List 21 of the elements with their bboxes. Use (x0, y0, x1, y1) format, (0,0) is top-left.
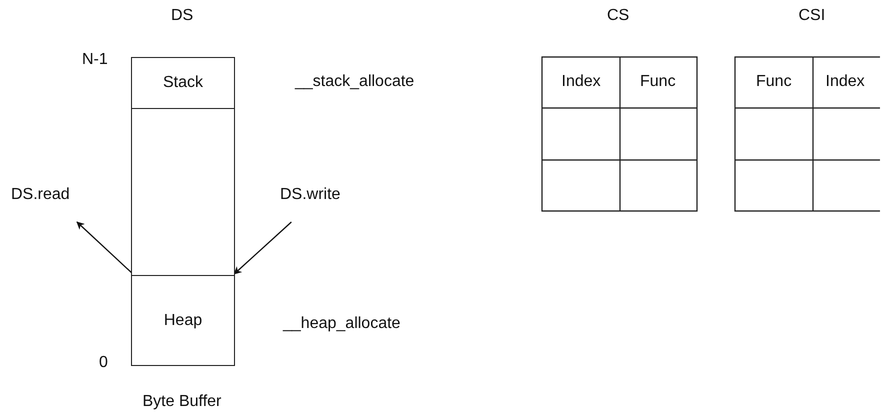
heap-region (131, 275, 235, 366)
region-label: Stack (162, 74, 203, 92)
column-header: Func (756, 73, 792, 91)
function-label: __heap_allocate (283, 315, 400, 333)
column-header: Func (640, 73, 676, 91)
operation-label: DS.read (11, 186, 87, 206)
operation-label: DS.write (280, 186, 360, 206)
column-header: Index (826, 73, 865, 91)
column-heading: DS (171, 7, 194, 25)
address-label: N-1 (82, 51, 108, 69)
region-label: Heap (164, 312, 202, 330)
free-region (131, 108, 235, 276)
column-header: Index (562, 73, 601, 91)
address-label: 0 (99, 354, 108, 372)
stack-region (131, 57, 235, 109)
caption: Byte Buffer (142, 393, 222, 411)
function-label: __stack_allocate (295, 73, 414, 91)
arrow (76, 221, 134, 274)
arrow (234, 222, 292, 275)
table-title: CSI (798, 7, 826, 25)
table-title: CS (607, 7, 630, 25)
